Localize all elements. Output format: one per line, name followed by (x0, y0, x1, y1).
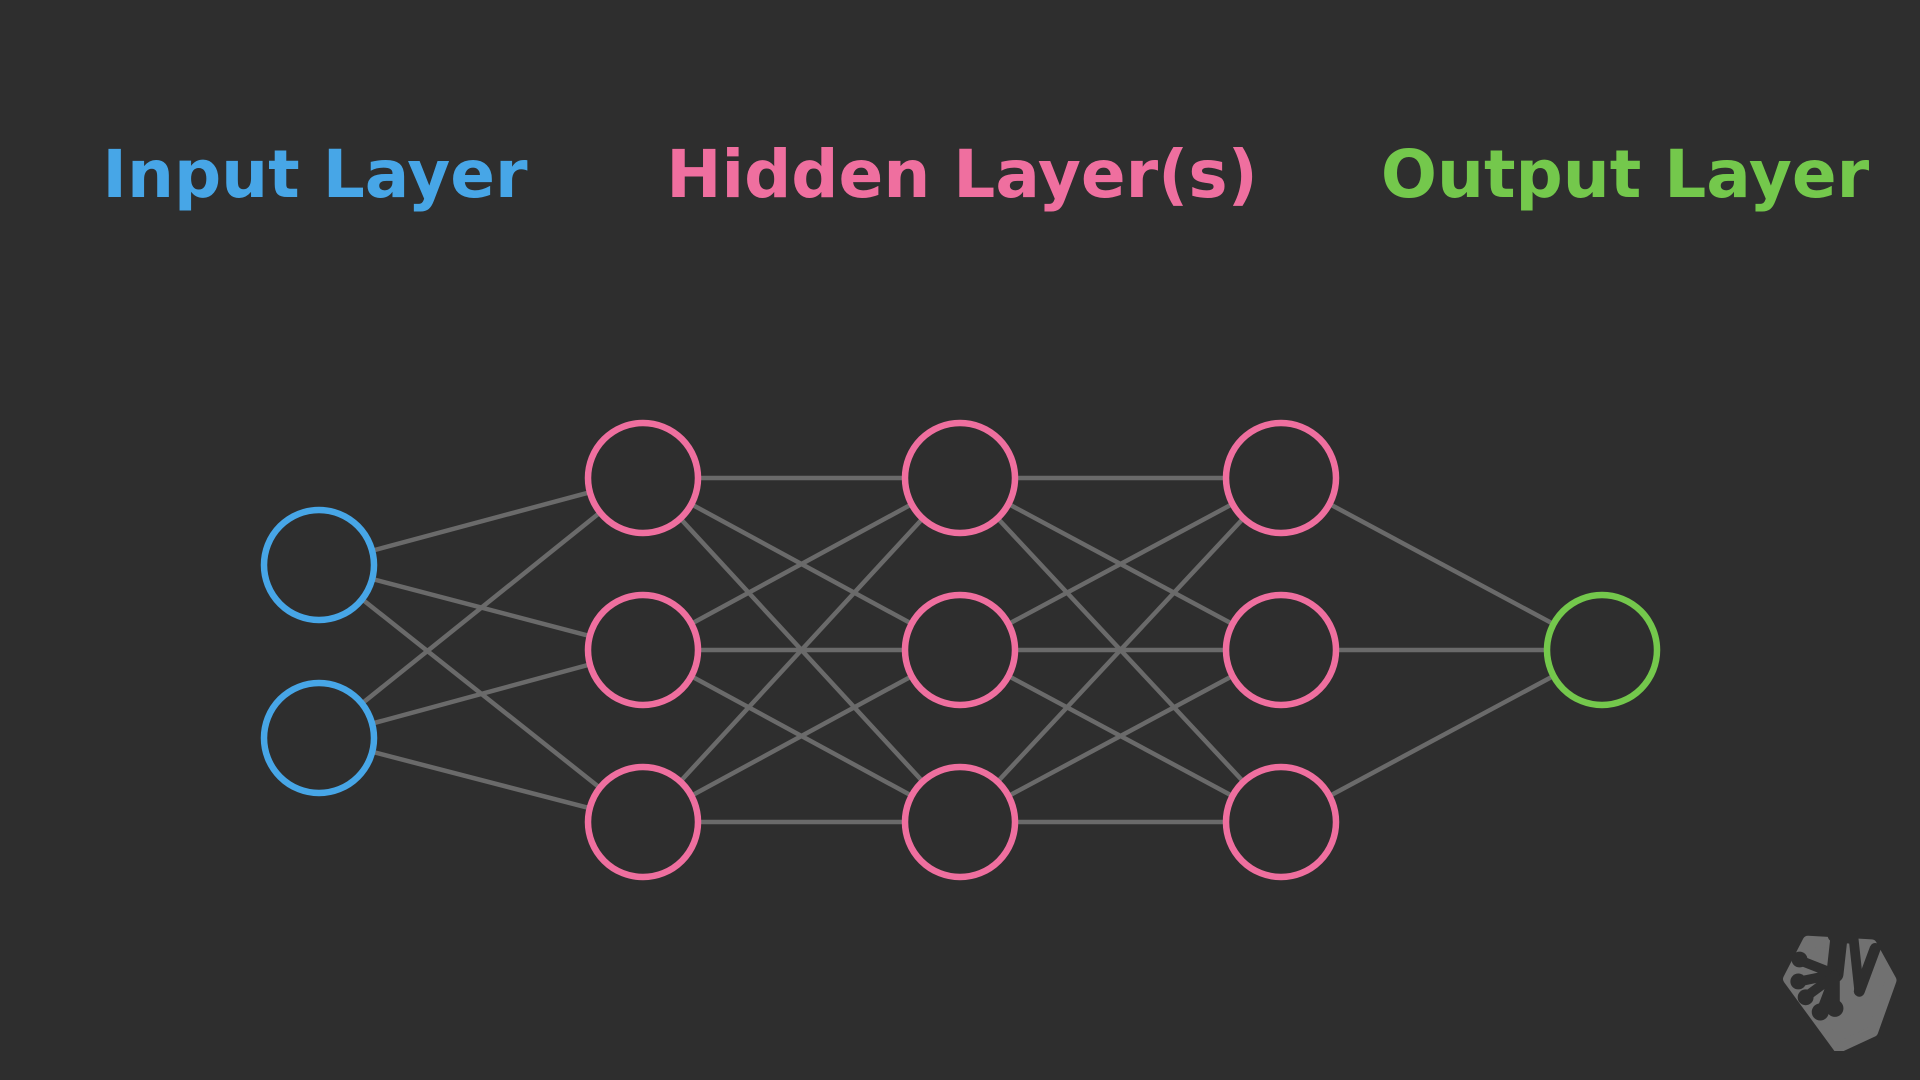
hidden-2-node-1 (901, 419, 1019, 537)
edge-hidden-1-1-to-hidden-2-0 (641, 476, 962, 652)
edge-hidden-3-0-to-output-0 (1279, 476, 1604, 652)
output-node-1 (1543, 591, 1661, 709)
hidden-2-node-3 (901, 763, 1019, 881)
edge-hidden-2-1-to-hidden-3-0 (958, 476, 1283, 652)
edge-hidden-2-2-to-hidden-3-0 (958, 476, 1283, 824)
hidden-2-node-2 (901, 591, 1019, 709)
input-layer-label: Input Layer (102, 136, 528, 213)
hidden-3-node-3 (1222, 763, 1340, 881)
hidden-3-node-1 (1222, 419, 1340, 537)
branch-tip-dots (1790, 951, 1844, 1021)
hexagon-tree-badge-logo (1783, 929, 1897, 1051)
edge-hidden-3-2-to-output-0 (1279, 648, 1604, 824)
output-layer-label: Output Layer (1380, 136, 1870, 213)
edge-input-1-to-hidden-1-0 (317, 476, 645, 740)
edge-hidden-1-2-to-hidden-2-0 (641, 476, 962, 824)
edge-hidden-1-2-to-hidden-2-1 (641, 648, 962, 824)
hidden-3-node-2 (1222, 591, 1340, 709)
hidden-1-node-3 (584, 763, 702, 881)
hidden-layer-label: Hidden Layer(s) (666, 136, 1258, 213)
edge-hidden-2-2-to-hidden-3-1 (958, 648, 1283, 824)
hidden-1-node-2 (584, 591, 702, 709)
input-node-2 (260, 679, 378, 797)
input-node-1 (260, 506, 378, 624)
hidden-1-node-1 (584, 419, 702, 537)
